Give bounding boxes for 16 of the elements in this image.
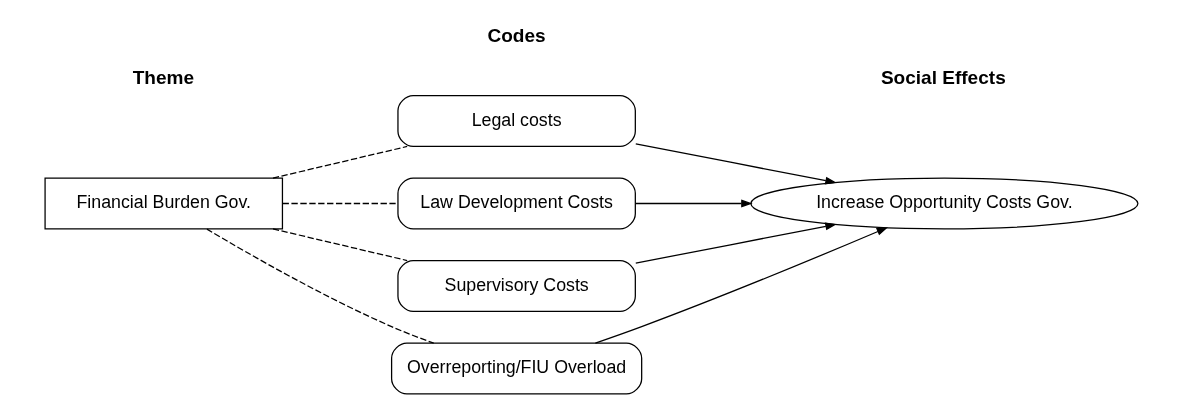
label: Social Effects xyxy=(880,66,1006,88)
arrow xyxy=(634,222,837,264)
label: Codes xyxy=(486,24,546,46)
label: Theme xyxy=(132,66,194,88)
arrow xyxy=(634,199,753,208)
node-box: Law Development Costs xyxy=(396,177,636,230)
connector xyxy=(205,228,434,344)
connector xyxy=(271,145,408,179)
node-box: Overreporting/FIU Overload xyxy=(390,342,642,395)
arrow xyxy=(594,227,888,344)
node-box: Supervisory Costs xyxy=(396,260,636,313)
node-box: Legal costs xyxy=(396,94,636,147)
connector xyxy=(281,202,398,205)
arrow xyxy=(634,143,837,185)
connector xyxy=(271,228,408,262)
node-box: Financial Burden Gov. xyxy=(43,177,283,230)
